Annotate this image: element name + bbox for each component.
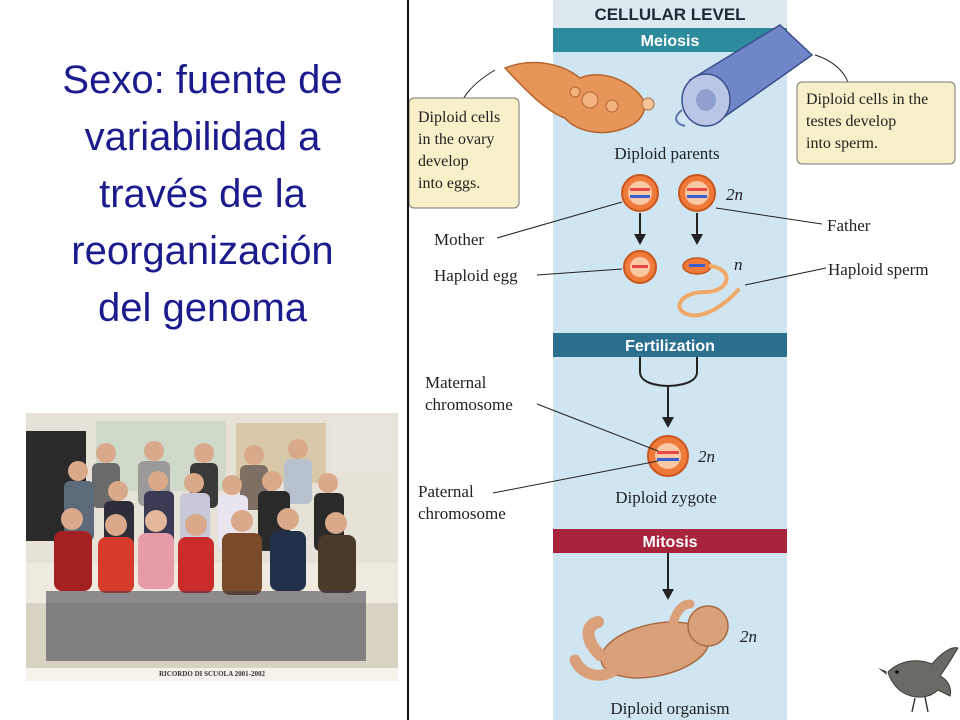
- ovary-callout-line: in the ovary: [418, 131, 494, 148]
- title-line: través de la: [99, 172, 306, 216]
- slide-divider: [407, 0, 409, 720]
- mitosis-label: Mitosis: [642, 534, 697, 551]
- cellular-level-diagram: CELLULAR LEVEL Meiosis Diploid cells in …: [409, 0, 959, 720]
- diploid-zygote-label: Diploid zygote: [615, 488, 717, 507]
- ovary-callout: [409, 97, 520, 209]
- photo-caption: RICORDO DI SCUOLA 2001-2002: [159, 670, 265, 678]
- title-line: Sexo: fuente de: [62, 58, 343, 102]
- fertilization-label: Fertilization: [625, 338, 715, 355]
- haploid-sperm-cell: [677, 257, 740, 318]
- title-line: variabilidad a: [84, 115, 321, 159]
- diploid-organism-label: Diploid organism: [610, 699, 729, 718]
- organism-ploidy-label: 2n: [740, 627, 757, 646]
- diploid-zygote-cell: [647, 435, 689, 477]
- fertilization-band: [553, 333, 787, 357]
- maternal-chromosome-label: chromosome: [425, 395, 513, 414]
- meiosis-label: Meiosis: [641, 33, 700, 50]
- title-line: del genoma: [97, 286, 308, 330]
- testes-callout-line: testes develop: [806, 113, 896, 130]
- title-line: reorganización: [71, 229, 334, 273]
- father-label: Father: [827, 216, 871, 235]
- slide-title: Sexo: fuente de variabilidad a través de…: [10, 52, 395, 337]
- mother-cell: [621, 174, 659, 212]
- ovary-callout-line: Diploid cells: [418, 109, 500, 126]
- haploid-egg-label: Haploid egg: [434, 266, 518, 285]
- haploid-egg-cell: [623, 250, 657, 284]
- haploid-sperm-label: Haploid sperm: [828, 260, 929, 279]
- class-photo: RICORDO DI SCUOLA 2001-2002: [26, 413, 398, 681]
- testes-callout: [796, 81, 956, 165]
- maternal-chromosome-label: Maternal: [425, 373, 487, 392]
- ovary-illustration: [503, 61, 655, 134]
- students-front-row: [54, 508, 356, 595]
- mitosis-band: [553, 529, 787, 553]
- testes-callout-line: into sperm.: [806, 135, 878, 152]
- father-cell: [678, 174, 716, 212]
- testes-callout-line: Diploid cells in the: [806, 91, 928, 108]
- parents-ploidy-label: 2n: [726, 185, 743, 204]
- paternal-chromosome-label: chromosome: [418, 504, 506, 523]
- cellular-level-header: CELLULAR LEVEL: [594, 5, 745, 24]
- paternal-chromosome-label: Paternal: [418, 482, 474, 501]
- ovary-callout-line: into eggs.: [418, 175, 480, 192]
- ovary-callout-line: develop: [418, 153, 469, 170]
- diploid-parents-label: Diploid parents: [614, 144, 719, 163]
- zygote-ploidy-label: 2n: [698, 447, 715, 466]
- testis-tubule-illustration: [675, 24, 814, 127]
- diploid-organism-illustration: [569, 599, 729, 681]
- mother-label: Mother: [434, 230, 484, 249]
- bird-icon: [878, 647, 959, 713]
- sperm-ploidy-label: n: [734, 255, 743, 274]
